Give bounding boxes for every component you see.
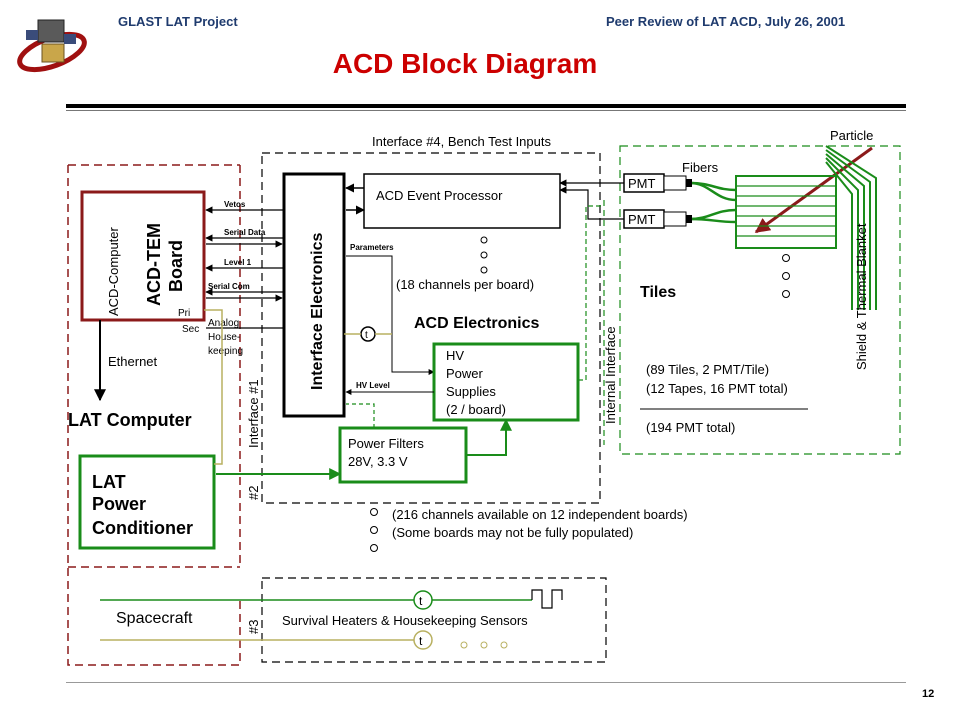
lat-power-conditioner-box — [78, 454, 216, 550]
review-title: Peer Review of LAT ACD, July 26, 2001 — [606, 14, 846, 29]
tiles-note1: (89 Tiles, 2 PMT/Tile) — [646, 362, 769, 377]
interface2-label: #2 — [246, 486, 261, 500]
serial-com-label: Serial Com — [208, 282, 250, 291]
thermostat-bottom — [413, 630, 433, 650]
tiles-region — [619, 145, 901, 455]
power-filters-box — [338, 426, 468, 484]
analog-line2: House- — [208, 332, 240, 343]
acd-computer-label: ACD-Computer — [106, 226, 121, 316]
tiles-note3: (194 PMT total) — [646, 420, 735, 435]
tiles-note2: (12 Tapes, 16 PMT total) — [646, 381, 788, 396]
thermostat-small — [360, 326, 376, 342]
signal-lines — [205, 206, 284, 329]
serial-data-label: Serial Data — [224, 228, 266, 237]
channels-per-board: (18 channels per board) — [396, 277, 534, 292]
avail-note1: (216 channels available on 12 independen… — [392, 507, 688, 522]
particle-label: Particle — [830, 128, 873, 143]
event-processor-label: ACD Event Processor — [376, 188, 503, 203]
lpc-line1: LAT — [92, 472, 126, 492]
title-rule-thin — [66, 110, 906, 111]
thermostat-top — [413, 590, 433, 610]
avail-note2: (Some boards may not be fully populated) — [392, 525, 633, 540]
acd-tem-line2: Board — [166, 240, 186, 292]
hv-level-label: HV Level — [356, 381, 390, 390]
thermostat-small-label: t — [365, 330, 368, 341]
lat-computer-label: LAT Computer — [68, 410, 192, 430]
red-boundary — [67, 165, 241, 666]
analog-line1: Analog — [208, 318, 239, 329]
hv-line3: Supplies — [446, 384, 496, 399]
availability-dots — [370, 508, 378, 552]
interface1-label: Interface #1 — [246, 379, 261, 448]
glast-logo — [17, 19, 87, 73]
tile-stack — [735, 175, 837, 249]
power-filters-line1: Power Filters — [348, 436, 424, 451]
lpc-line3: Conditioner — [92, 518, 193, 538]
interface-electronics-box — [282, 172, 346, 418]
acd-tem-line1: ACD-TEM — [144, 223, 164, 306]
fibers-label: Fibers — [682, 160, 719, 175]
hv-line2: Power — [446, 366, 484, 381]
interface3-region — [261, 577, 607, 663]
interface3-label: #3 — [246, 620, 261, 634]
spacecraft-label: Spacecraft — [116, 610, 193, 627]
level1-label: Level 1 — [224, 258, 252, 267]
pmt-top-label: PMT — [628, 176, 656, 191]
parameters-label: Parameters — [350, 243, 394, 252]
vetos-label: Vetos — [224, 200, 246, 209]
processor-dots — [480, 236, 488, 274]
sensor-dots — [460, 641, 508, 649]
tiles-label: Tiles — [640, 284, 676, 301]
lpc-line2: Power — [92, 494, 146, 514]
hv-line1: HV — [446, 348, 464, 363]
internal-interface-label: Internal Interface — [603, 326, 618, 424]
analog-line3: keeping — [208, 346, 243, 357]
event-processor-box — [363, 173, 561, 229]
hv-line4: (2 / board) — [446, 402, 506, 417]
page-number: 12 — [922, 688, 935, 700]
interface-electronics-label: Interface Electronics — [309, 233, 326, 391]
thermostat-top-label: t — [419, 594, 423, 608]
pri-label: Pri — [178, 308, 190, 319]
shield-label: Shield & Thermal Blanket — [854, 223, 869, 370]
interface4-label: Interface #4, Bench Test Inputs — [372, 134, 551, 149]
acd-electronics-label: ACD Electronics — [414, 315, 539, 332]
pulse-wave — [531, 589, 563, 609]
title-rule — [66, 104, 906, 108]
thermostat-bottom-label: t — [419, 634, 423, 648]
footer-rule — [66, 682, 906, 683]
survival-label: Survival Heaters & Housekeeping Sensors — [282, 613, 528, 628]
pmt-bottom-label: PMT — [628, 212, 656, 227]
sec-label: Sec — [182, 324, 199, 335]
project-name: GLAST LAT Project — [118, 14, 238, 29]
particle-arrow — [754, 146, 873, 234]
ethernet-label: Ethernet — [108, 354, 158, 369]
power-filters-line2: 28V, 3.3 V — [348, 454, 408, 469]
shield-lines — [825, 145, 877, 310]
pc-power-line — [204, 309, 223, 465]
acd-tem-board — [80, 190, 206, 322]
tile-dots — [782, 254, 790, 298]
fiber-lines — [689, 181, 737, 224]
page-title: ACD Block Diagram — [332, 48, 598, 79]
